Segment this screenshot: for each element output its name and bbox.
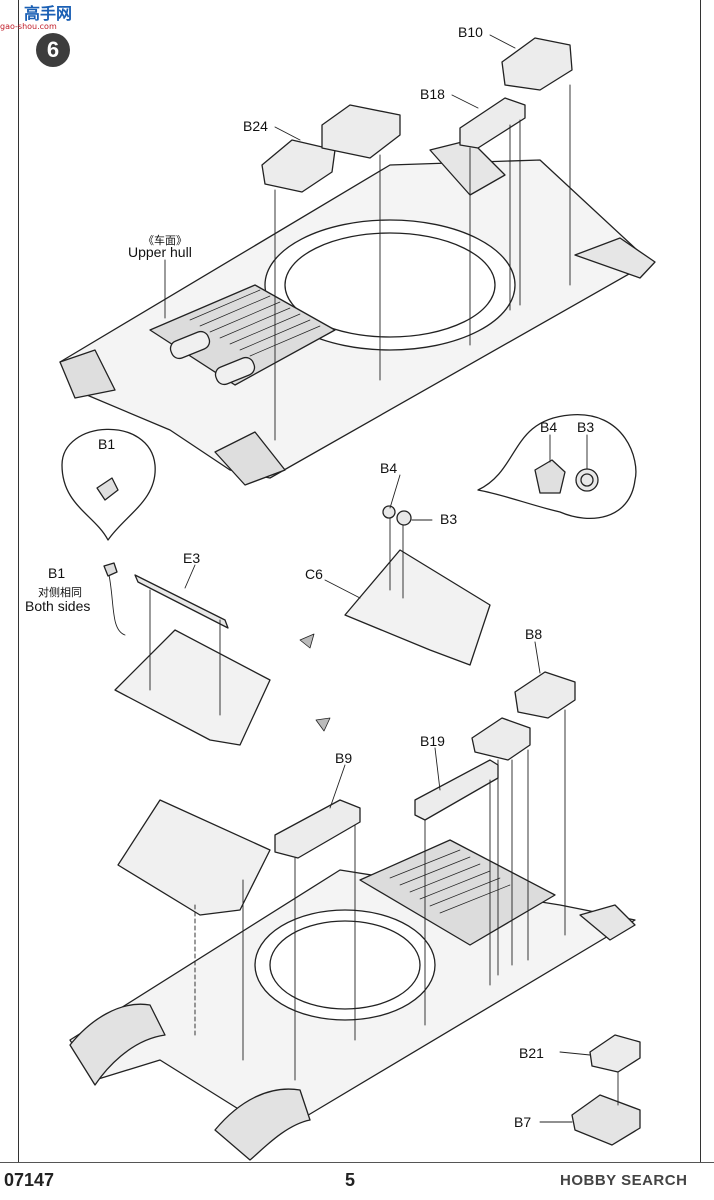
part-b21-b7-drawing [539, 1034, 641, 1146]
label-b21: B21 [519, 1045, 544, 1061]
lower-left-subassembly-drawing [117, 799, 271, 1061]
footer-page-number: 5 [345, 1170, 356, 1190]
label-b7: B7 [514, 1114, 532, 1130]
label-b4-callout: B4 [540, 419, 558, 435]
label-b9: B9 [335, 750, 353, 766]
flow-arrows [299, 633, 331, 732]
part-b24-drawing [261, 104, 401, 193]
label-b1-both-sides: B1 [48, 565, 66, 581]
label-e3: E3 [183, 550, 201, 566]
both-sides-label-en: Both sides [25, 598, 91, 614]
label-c6: C6 [305, 566, 323, 582]
e3-subassembly-drawing [103, 562, 271, 746]
footer-product-code: 07147 [4, 1170, 55, 1190]
footer-brand-watermark: HOBBY SEARCH [560, 1172, 688, 1189]
right-border [700, 0, 701, 1162]
watermark-url: gao-shou.com [0, 22, 57, 31]
upper-hull-drawing [59, 139, 656, 486]
bottom-border [0, 1162, 714, 1163]
both-sides-label-zh: 对侧相同 [38, 587, 82, 599]
lower-hull-drawing [69, 839, 636, 1161]
watermark-name: 高手网 [24, 4, 73, 23]
label-b3: B3 [440, 511, 458, 527]
part-b8-drawing [471, 671, 576, 976]
left-border [18, 0, 19, 1162]
part-b10-drawing [501, 37, 573, 91]
label-b1-callout: B1 [98, 436, 116, 452]
label-b19: B19 [420, 733, 445, 749]
label-b18: B18 [420, 86, 445, 102]
upper-hull-label-zh: 《车面》 [143, 235, 187, 247]
part-b9-drawing [274, 799, 361, 1081]
label-b4: B4 [380, 460, 398, 476]
c6-subassembly-drawing [344, 505, 491, 666]
label-b10: B10 [458, 24, 483, 40]
watermark-logo: 高手网 gao-shou.com [0, 0, 80, 36]
part-b18-drawing [459, 97, 526, 149]
label-b8: B8 [525, 626, 543, 642]
step-number-badge: 6 [36, 33, 70, 67]
label-b24: B24 [243, 118, 268, 134]
label-b3-callout: B3 [577, 419, 595, 435]
leader-lines [164, 34, 588, 809]
upper-hull-label-en: Upper hull [128, 244, 192, 260]
